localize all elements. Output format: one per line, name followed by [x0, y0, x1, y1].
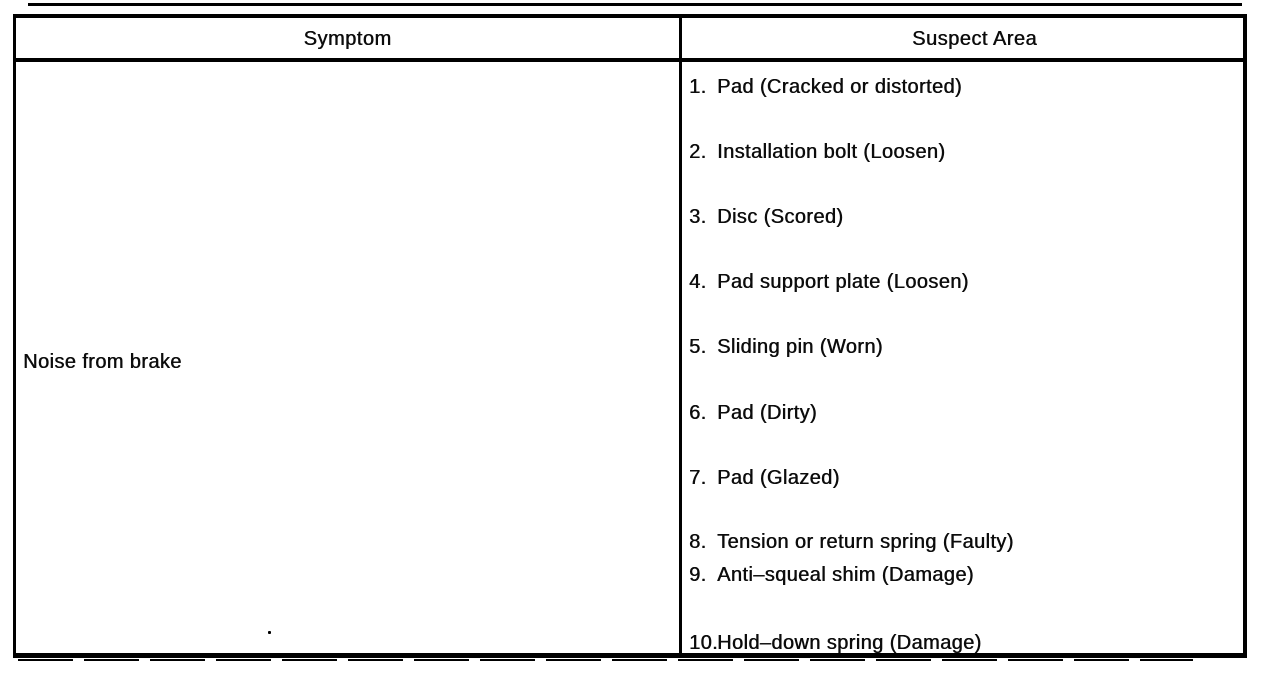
symptom-cell: Noise from brake	[16, 62, 682, 653]
header-label-suspect-area: Suspect Area	[912, 28, 1037, 50]
suspect-item: 2. Installation bolt (Loosen)	[689, 141, 945, 163]
suspect-item: 8. Tension or return spring (Faulty)	[689, 531, 1014, 553]
suspect-item-label: Disc (Scored)	[717, 206, 844, 228]
suspect-item: 10. Hold–down spring (Damage)	[689, 632, 982, 654]
suspect-item: 1. Pad (Cracked or distorted)	[689, 76, 962, 98]
suspect-item-number: 3.	[689, 206, 707, 228]
suspect-item-label: Tension or return spring (Faulty)	[717, 531, 1014, 553]
suspect-item-number: 6.	[689, 402, 707, 424]
suspect-item-number: 9.	[689, 564, 707, 586]
suspect-item: 4. Pad support plate (Loosen)	[689, 271, 969, 293]
suspect-item: 3. Disc (Scored)	[689, 206, 843, 228]
suspect-item-label: Pad (Glazed)	[717, 467, 840, 489]
table-body-row: Noise from brake 1. Pad (Cracked or dist…	[16, 62, 1243, 654]
troubleshooting-table: Symptom Suspect Area Noise from brake 1.…	[13, 14, 1247, 658]
suspect-item: 6. Pad (Dirty)	[689, 402, 817, 424]
header-cell-symptom: Symptom	[16, 18, 682, 58]
suspect-item-number: 8.	[689, 531, 707, 553]
suspect-item-label: Pad support plate (Loosen)	[717, 271, 969, 293]
suspect-item-number: 7.	[689, 467, 707, 489]
suspect-item-label: Pad (Dirty)	[717, 402, 817, 424]
suspect-item-number: 1.	[689, 76, 707, 98]
scan-rule-bottom	[18, 659, 1193, 661]
suspect-item-label: Sliding pin (Worn)	[717, 336, 883, 358]
suspect-item-number: 10.	[689, 632, 719, 654]
header-cell-suspect-area: Suspect Area	[682, 18, 1243, 58]
suspect-item-number: 4.	[689, 271, 707, 293]
table-header-row: Symptom Suspect Area	[16, 18, 1243, 62]
suspect-item-label: Pad (Cracked or distorted)	[717, 76, 962, 98]
scan-rule-top	[28, 3, 1242, 6]
suspect-item-label: Anti–squeal shim (Damage)	[717, 564, 974, 586]
suspect-item: 7. Pad (Glazed)	[689, 467, 840, 489]
header-label-symptom: Symptom	[303, 28, 392, 50]
symptom-text: Noise from brake	[23, 351, 182, 373]
suspect-item-number: 2.	[689, 141, 707, 163]
suspect-item-label: Installation bolt (Loosen)	[717, 141, 946, 163]
suspect-item: 9. Anti–squeal shim (Damage)	[689, 564, 974, 586]
scan-speck	[268, 631, 271, 634]
suspect-item-label: Hold–down spring (Damage)	[717, 632, 982, 654]
suspect-item-number: 5.	[689, 336, 707, 358]
suspect-item: 5. Sliding pin (Worn)	[689, 336, 883, 358]
suspect-area-cell: 1. Pad (Cracked or distorted) 2. Install…	[682, 62, 1243, 654]
